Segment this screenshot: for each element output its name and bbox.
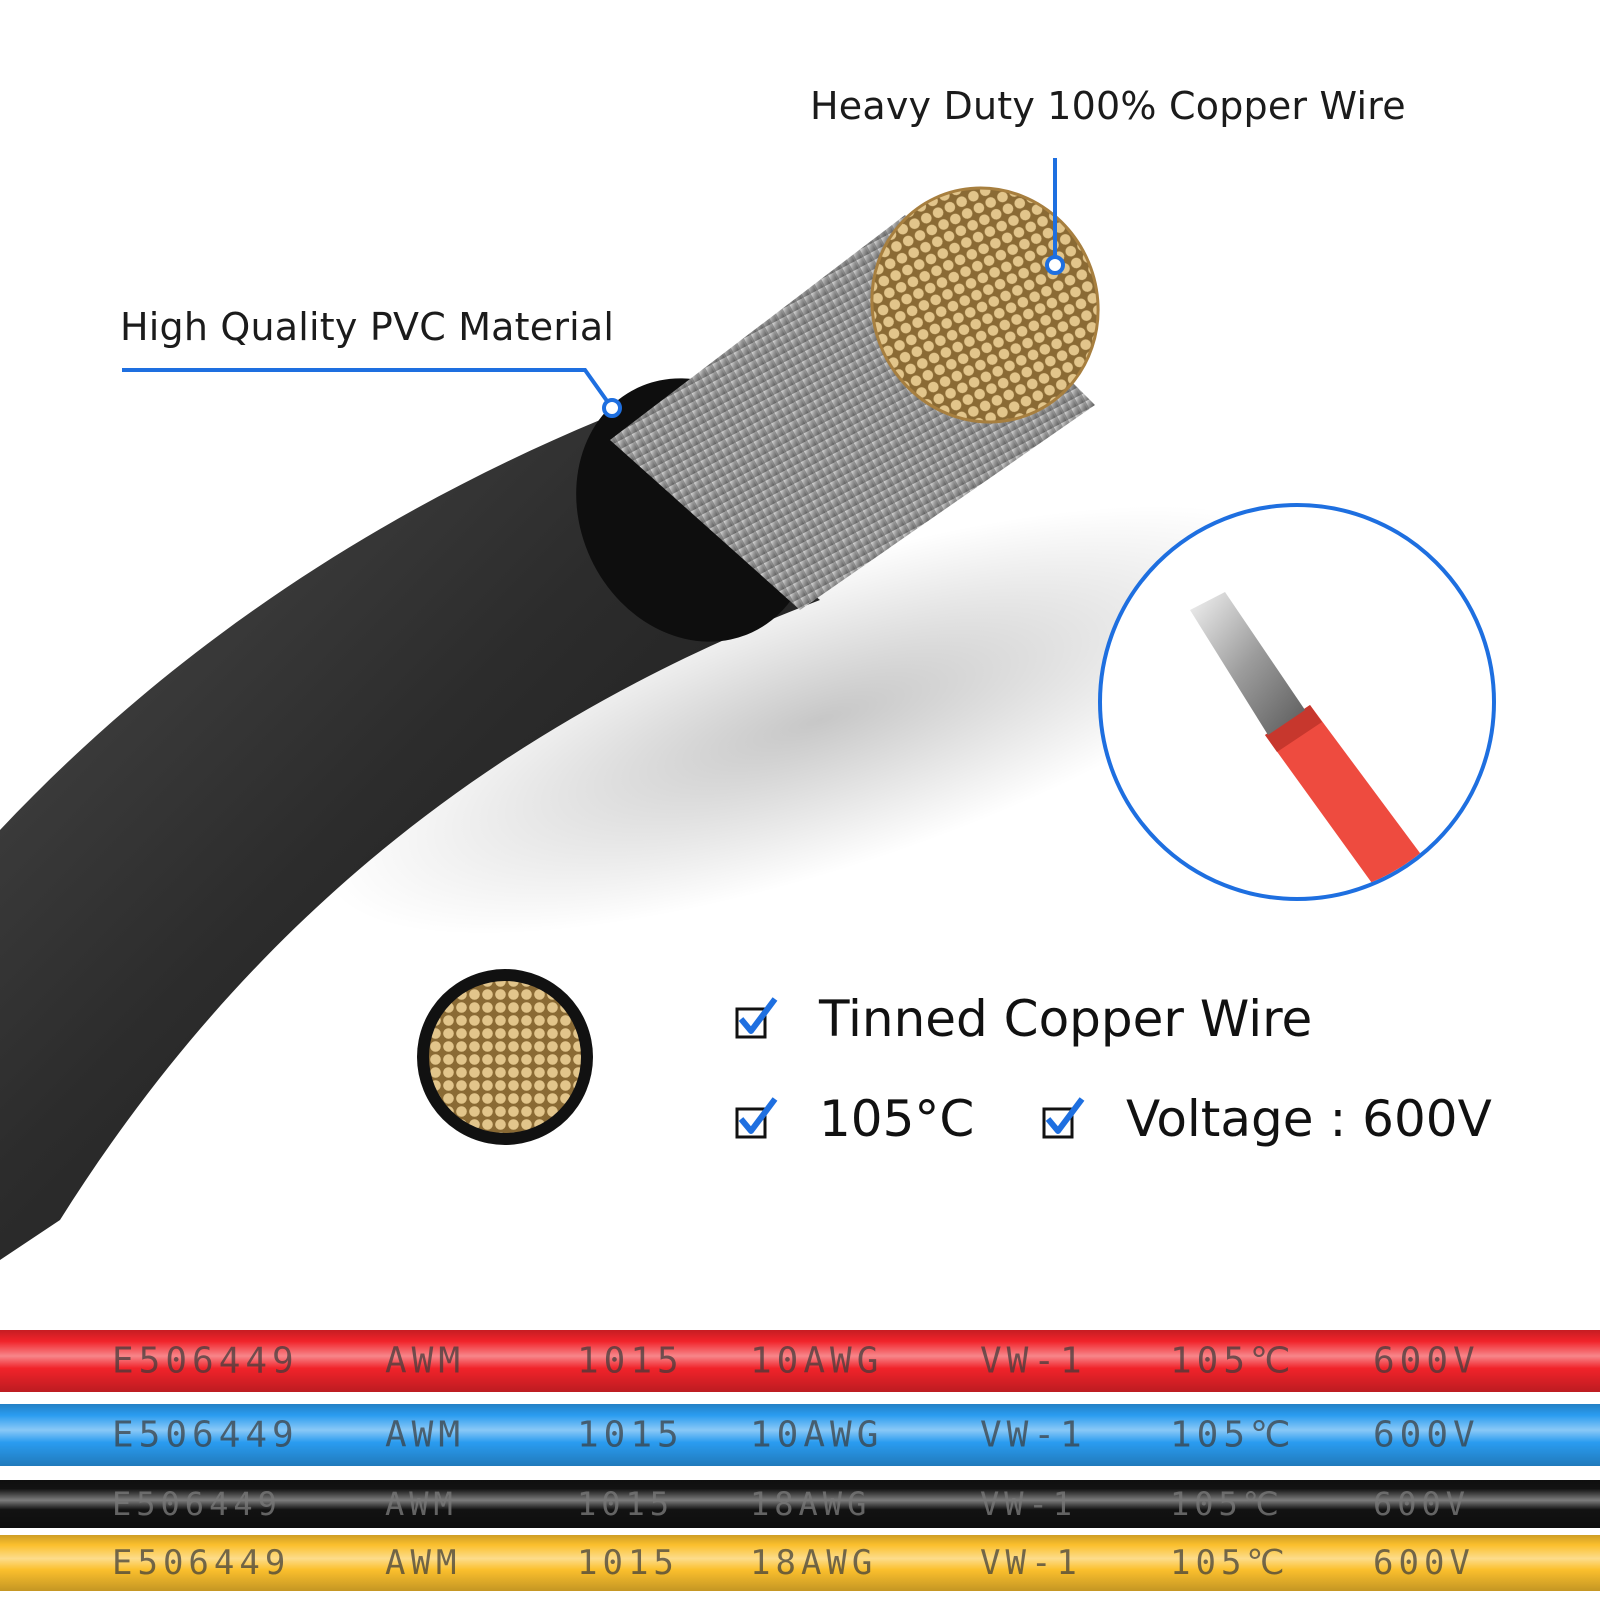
wire-strip-black: E506449 AWM 1015 18AWG VW-1 105℃ 600V [0,1480,1600,1528]
wire-label: 600V [1373,1414,1480,1456]
wire-label: AWM [385,1340,466,1382]
wire-label: 600V [1373,1543,1475,1583]
wire-strip-yellow: E506449 AWM 1015 18AWG VW-1 105℃ 600V [0,1535,1600,1591]
inset-wire-detail [1098,503,1496,901]
feature-tinned-label: Tinned Copper Wire [819,990,1313,1048]
copper-face [871,188,1099,422]
wire-label: 105℃ [1170,1543,1290,1583]
wire-label: 105℃ [1170,1414,1296,1456]
feature-temp-label: 105°C [819,1090,975,1148]
feature-temp: 105°C [733,1090,974,1148]
wire-label: 10AWG [750,1340,884,1382]
wire-label: 18AWG [750,1485,872,1523]
wire-label: 600V [1373,1340,1480,1382]
wire-label: 105℃ [1170,1340,1296,1382]
wire-label: VW-1 [980,1485,1078,1523]
feature-voltage: Voltage : 600V [1040,1090,1492,1148]
wire-strip-red: E506449 AWM 1015 10AWG VW-1 105℃ 600V [0,1330,1600,1392]
wire-label: E506449 [112,1485,282,1523]
checkbox-icon [1042,1097,1085,1139]
checkbox-icon [735,997,778,1039]
wire-label: 1015 [577,1485,675,1523]
wire-strip-text: E506449 AWM 1015 18AWG VW-1 105℃ 600V [0,1535,1600,1591]
wire-label: E506449 [112,1543,291,1583]
feature-voltage-label: Voltage : 600V [1126,1090,1492,1148]
wire-label: VW-1 [980,1543,1082,1583]
wire-label: 1015 [577,1340,684,1382]
checkbox-icon [735,1097,778,1139]
wire-label: E506449 [112,1414,299,1456]
feature-tinned: Tinned Copper Wire [733,990,1312,1048]
wire-label: AWM [385,1485,458,1523]
wire-label: VW-1 [980,1340,1087,1382]
wire-label: 1015 [577,1414,684,1456]
pvc-jacket [0,420,820,1260]
wire-label: 10AWG [750,1414,884,1456]
wire-label: AWM [385,1543,462,1583]
wire-strip-text: E506449 AWM 1015 10AWG VW-1 105℃ 600V [0,1404,1600,1466]
pvc-material-callout: High Quality PVC Material [120,305,615,349]
callout-lines [122,158,1065,418]
wire-label: E506449 [112,1340,299,1382]
wire-label: AWM [385,1414,466,1456]
wire-strip-blue: E506449 AWM 1015 10AWG VW-1 105℃ 600V [0,1404,1600,1466]
wire-label: 600V [1373,1485,1471,1523]
wire-strip-text: E506449 AWM 1015 10AWG VW-1 105℃ 600V [0,1330,1600,1392]
wire-label: 105℃ [1170,1485,1284,1523]
wire-strip-text: E506449 AWM 1015 18AWG VW-1 105℃ 600V [0,1480,1600,1528]
cross-section [417,969,593,1145]
wire-label: 1015 [577,1543,679,1583]
copper-wire-callout: Heavy Duty 100% Copper Wire [810,84,1406,128]
wire-label: 18AWG [750,1543,878,1583]
wire-label: VW-1 [980,1414,1087,1456]
